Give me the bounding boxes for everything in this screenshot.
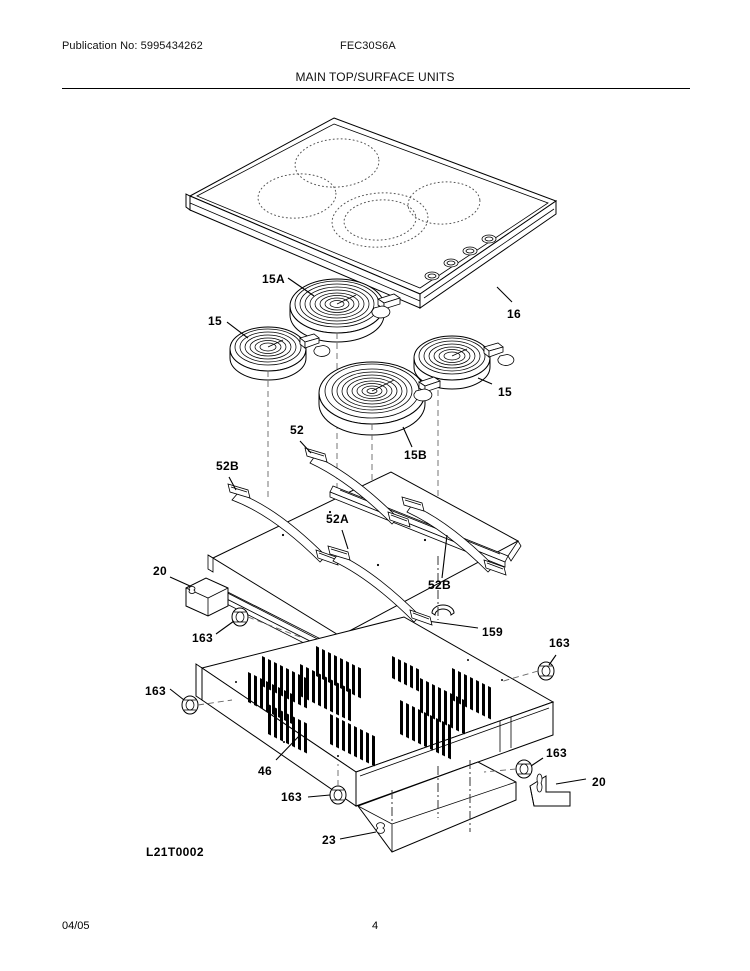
callout-15a: 15A bbox=[262, 272, 285, 286]
callout-52a: 52A bbox=[326, 512, 349, 526]
model-number: FEC30S6A bbox=[340, 40, 396, 52]
strap-52a bbox=[327, 529, 433, 626]
callout-46: 46 bbox=[258, 764, 272, 778]
callout-163-d: 163 bbox=[546, 746, 567, 760]
corner-bracket-right bbox=[529, 773, 587, 807]
publication-number: Publication No: 5995434262 bbox=[62, 40, 203, 52]
callout-159: 159 bbox=[482, 625, 503, 639]
callout-163-a: 163 bbox=[192, 631, 213, 645]
strap-52b-left bbox=[227, 476, 339, 566]
vent-slots-group-a bbox=[248, 656, 307, 725]
control-holes bbox=[424, 234, 497, 281]
callout-163-e: 163 bbox=[281, 790, 302, 804]
callout-15-right: 15 bbox=[498, 385, 512, 399]
callout-15b: 15B bbox=[404, 448, 427, 462]
surface-element-15-left bbox=[226, 321, 331, 497]
vent-slots-group-d bbox=[392, 656, 491, 760]
corner-bracket-left bbox=[169, 576, 229, 617]
footer-page-number: 4 bbox=[371, 920, 379, 932]
fastener-163-b bbox=[499, 654, 557, 683]
callout-163-c: 163 bbox=[145, 684, 166, 698]
callout-163-b: 163 bbox=[549, 636, 570, 650]
callout-52b-left: 52B bbox=[216, 459, 239, 473]
callout-20-left: 20 bbox=[153, 564, 167, 578]
fastener-163-a bbox=[215, 607, 301, 638]
fastener-163-d bbox=[483, 757, 544, 779]
callout-52: 52 bbox=[290, 423, 304, 437]
title-divider bbox=[62, 88, 690, 89]
bottom-chassis-box bbox=[195, 616, 555, 807]
footer-date: 04/05 bbox=[62, 920, 90, 932]
bottom-rear-panel bbox=[339, 761, 517, 853]
strap-52b-right bbox=[401, 496, 507, 579]
callout-20-right: 20 bbox=[592, 775, 606, 789]
page-title: MAIN TOP/SURFACE UNITS bbox=[295, 70, 455, 84]
drawing-code: L21T0002 bbox=[146, 845, 204, 859]
callout-52b-right: 52B bbox=[428, 578, 451, 592]
vent-slots-group-c bbox=[268, 704, 375, 767]
surface-element-15a bbox=[287, 277, 401, 500]
callout-16: 16 bbox=[507, 307, 521, 321]
strap-52 bbox=[299, 440, 411, 528]
callout-23: 23 bbox=[322, 833, 336, 847]
callout-15-left: 15 bbox=[208, 314, 222, 328]
fastener-163-e bbox=[307, 764, 347, 805]
main-top-glass-panel bbox=[185, 117, 558, 309]
fastener-163-c bbox=[169, 688, 233, 715]
vent-slots-group-b bbox=[300, 646, 361, 722]
